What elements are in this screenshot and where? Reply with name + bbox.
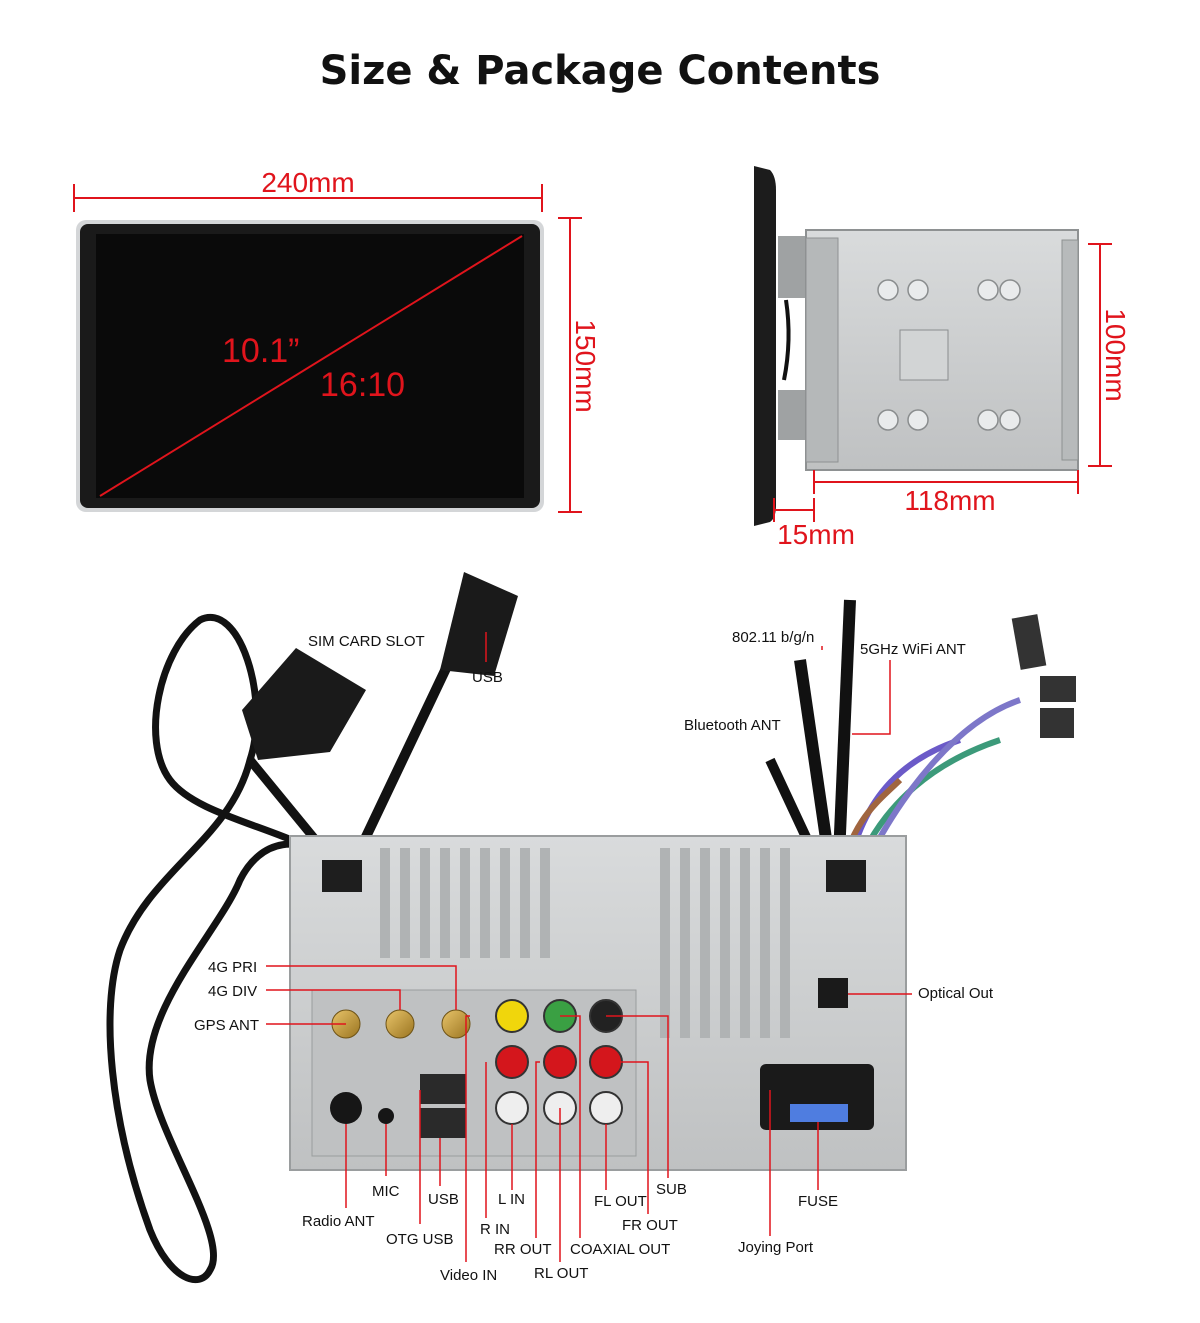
optical-out-label: Optical Out (918, 985, 994, 1002)
depth-label: 118mm (904, 485, 995, 516)
joying-port-label: Joying Port (738, 1239, 814, 1256)
side-screen-edge (754, 166, 776, 526)
otg-usb-label: OTG USB (386, 1231, 454, 1248)
antenna-connectors (331, 1009, 471, 1039)
height-dimension: 150mm (558, 217, 601, 513)
port-plate (311, 989, 637, 1157)
wifi-80211-label: 802.11 b/g/n (732, 629, 814, 646)
usb-port (420, 1108, 466, 1138)
usb-top-label: USB (472, 669, 503, 686)
mic-port (378, 1108, 394, 1124)
l-in-label: L IN (498, 1191, 525, 1208)
face-depth-label: 15mm (777, 519, 855, 550)
face-depth-dimension: 15mm (773, 498, 855, 550)
4g-pri-label: 4G PRI (208, 959, 257, 976)
gps-ant-label: GPS ANT (194, 1017, 259, 1034)
gps-cable (106, 614, 343, 1283)
harness-port (826, 860, 866, 892)
diagonal-line (99, 235, 523, 497)
rl-out-label: RL OUT (534, 1265, 588, 1282)
r-in-label: R IN (480, 1221, 510, 1238)
height-label: 150mm (570, 319, 601, 412)
front-screen-view: 10.1” 16:10 240mm 150mm (73, 167, 601, 513)
radio-ant-label: Radio ANT (302, 1213, 375, 1230)
depth-dimension: 118mm (813, 470, 1079, 516)
optical-out-port (818, 978, 848, 1008)
sub-label: SUB (656, 1181, 687, 1198)
video-in-label: Video IN (440, 1267, 497, 1284)
mic-label: MIC (372, 1183, 400, 1200)
fuse-label: FUSE (798, 1193, 838, 1210)
rr-out-label: RR OUT (494, 1241, 552, 1258)
depth-height-label: 100mm (1100, 308, 1131, 401)
page-title: Size & Package Contents (319, 48, 881, 94)
sim-port (322, 860, 362, 892)
wiring-harness (765, 599, 1076, 883)
coaxial-out-label: COAXIAL OUT (570, 1241, 670, 1258)
otg-usb-port (420, 1074, 466, 1104)
fuse-body (790, 1104, 848, 1122)
diagonal-size-label: 10.1” (222, 332, 300, 370)
wifi-5ghz-label: 5GHz WiFi ANT (860, 641, 966, 658)
aspect-ratio-label: 16:10 (320, 366, 405, 404)
rca-connectors (495, 999, 623, 1125)
width-dimension: 240mm (73, 167, 543, 212)
4g-div-label: 4G DIV (208, 983, 257, 1000)
rear-panel-view: SIM CARD SLOT USB 802.11 b/g/n 5GHz WiFi… (106, 572, 1076, 1284)
radio-ant-port (330, 1092, 362, 1124)
sim-card-slot-label: SIM CARD SLOT (308, 633, 425, 650)
usb-plug (440, 572, 518, 676)
leader-lines (266, 632, 912, 1262)
side-view: 100mm 118mm 15mm (754, 166, 1131, 550)
sim-card-module (242, 648, 366, 760)
width-label: 240mm (261, 167, 354, 198)
usb-bottom-label: USB (428, 1191, 459, 1208)
fl-out-label: FL OUT (594, 1193, 647, 1210)
fr-out-label: FR OUT (622, 1217, 678, 1234)
bluetooth-ant-label: Bluetooth ANT (684, 717, 781, 734)
depth-height-dimension: 100mm (1088, 243, 1131, 467)
